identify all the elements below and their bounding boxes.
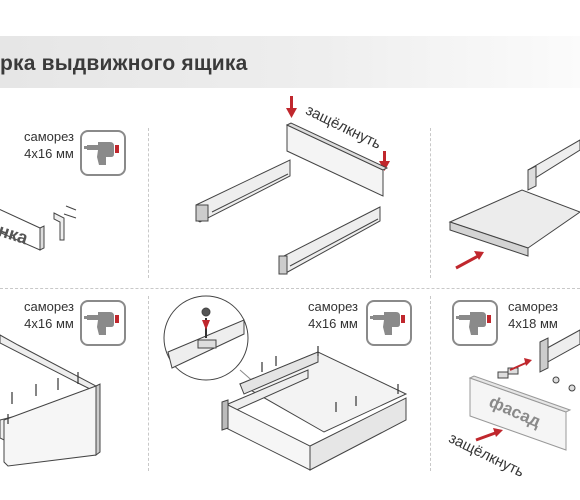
step6-drawer-frame xyxy=(539,329,580,373)
grid-divider xyxy=(148,128,149,278)
grid-divider xyxy=(430,296,431,471)
step3-drawer-frame xyxy=(527,139,580,191)
step4-screw-label: саморез xyxy=(23,299,75,314)
step1-bracket xyxy=(53,205,77,241)
step5-screws xyxy=(261,346,399,412)
step5-screw-size: 4x16 мм xyxy=(308,316,358,331)
step6-screwdriver-icon xyxy=(452,300,498,346)
step1-screw-label: саморез xyxy=(23,129,75,144)
step6-screw-size: 4x18 мм xyxy=(508,316,558,331)
step1-screw-size: 4x16 мм xyxy=(24,146,74,161)
step5-zoom-circle xyxy=(163,295,257,385)
step5-arrow xyxy=(202,320,210,330)
step2-side-left xyxy=(195,159,291,223)
step4-drawer-body xyxy=(0,334,101,467)
step4-screws xyxy=(7,372,79,424)
grid-divider xyxy=(148,296,149,471)
step3-insert-arrow xyxy=(455,251,484,270)
step6-fittings xyxy=(497,367,576,392)
step4-screw-size: 4x16 мм xyxy=(24,316,74,331)
step2-side-right xyxy=(278,206,381,275)
title-band xyxy=(0,36,580,88)
step5-screw-label: саморез xyxy=(307,299,359,314)
step6-arrow-top xyxy=(509,358,532,371)
step6-screw-label: саморез xyxy=(507,299,559,314)
step6-facade-panel xyxy=(468,375,572,451)
step2-back-panel xyxy=(285,122,389,197)
step4-screwdriver-icon xyxy=(80,300,126,346)
step1-front-panel xyxy=(0,209,45,251)
step3-bottom-panel xyxy=(448,189,580,257)
step5-drawer-body xyxy=(221,351,408,471)
grid-divider xyxy=(0,288,580,289)
step1-screwdriver-icon xyxy=(80,130,126,176)
step2-arrow-left xyxy=(286,96,297,118)
step6-arrow-bottom xyxy=(475,428,503,442)
step2-arrow-right xyxy=(379,151,390,171)
page-title: рка выдвижного ящика xyxy=(0,52,248,75)
step5-screwdriver-icon xyxy=(366,300,412,346)
grid-divider xyxy=(430,128,431,278)
